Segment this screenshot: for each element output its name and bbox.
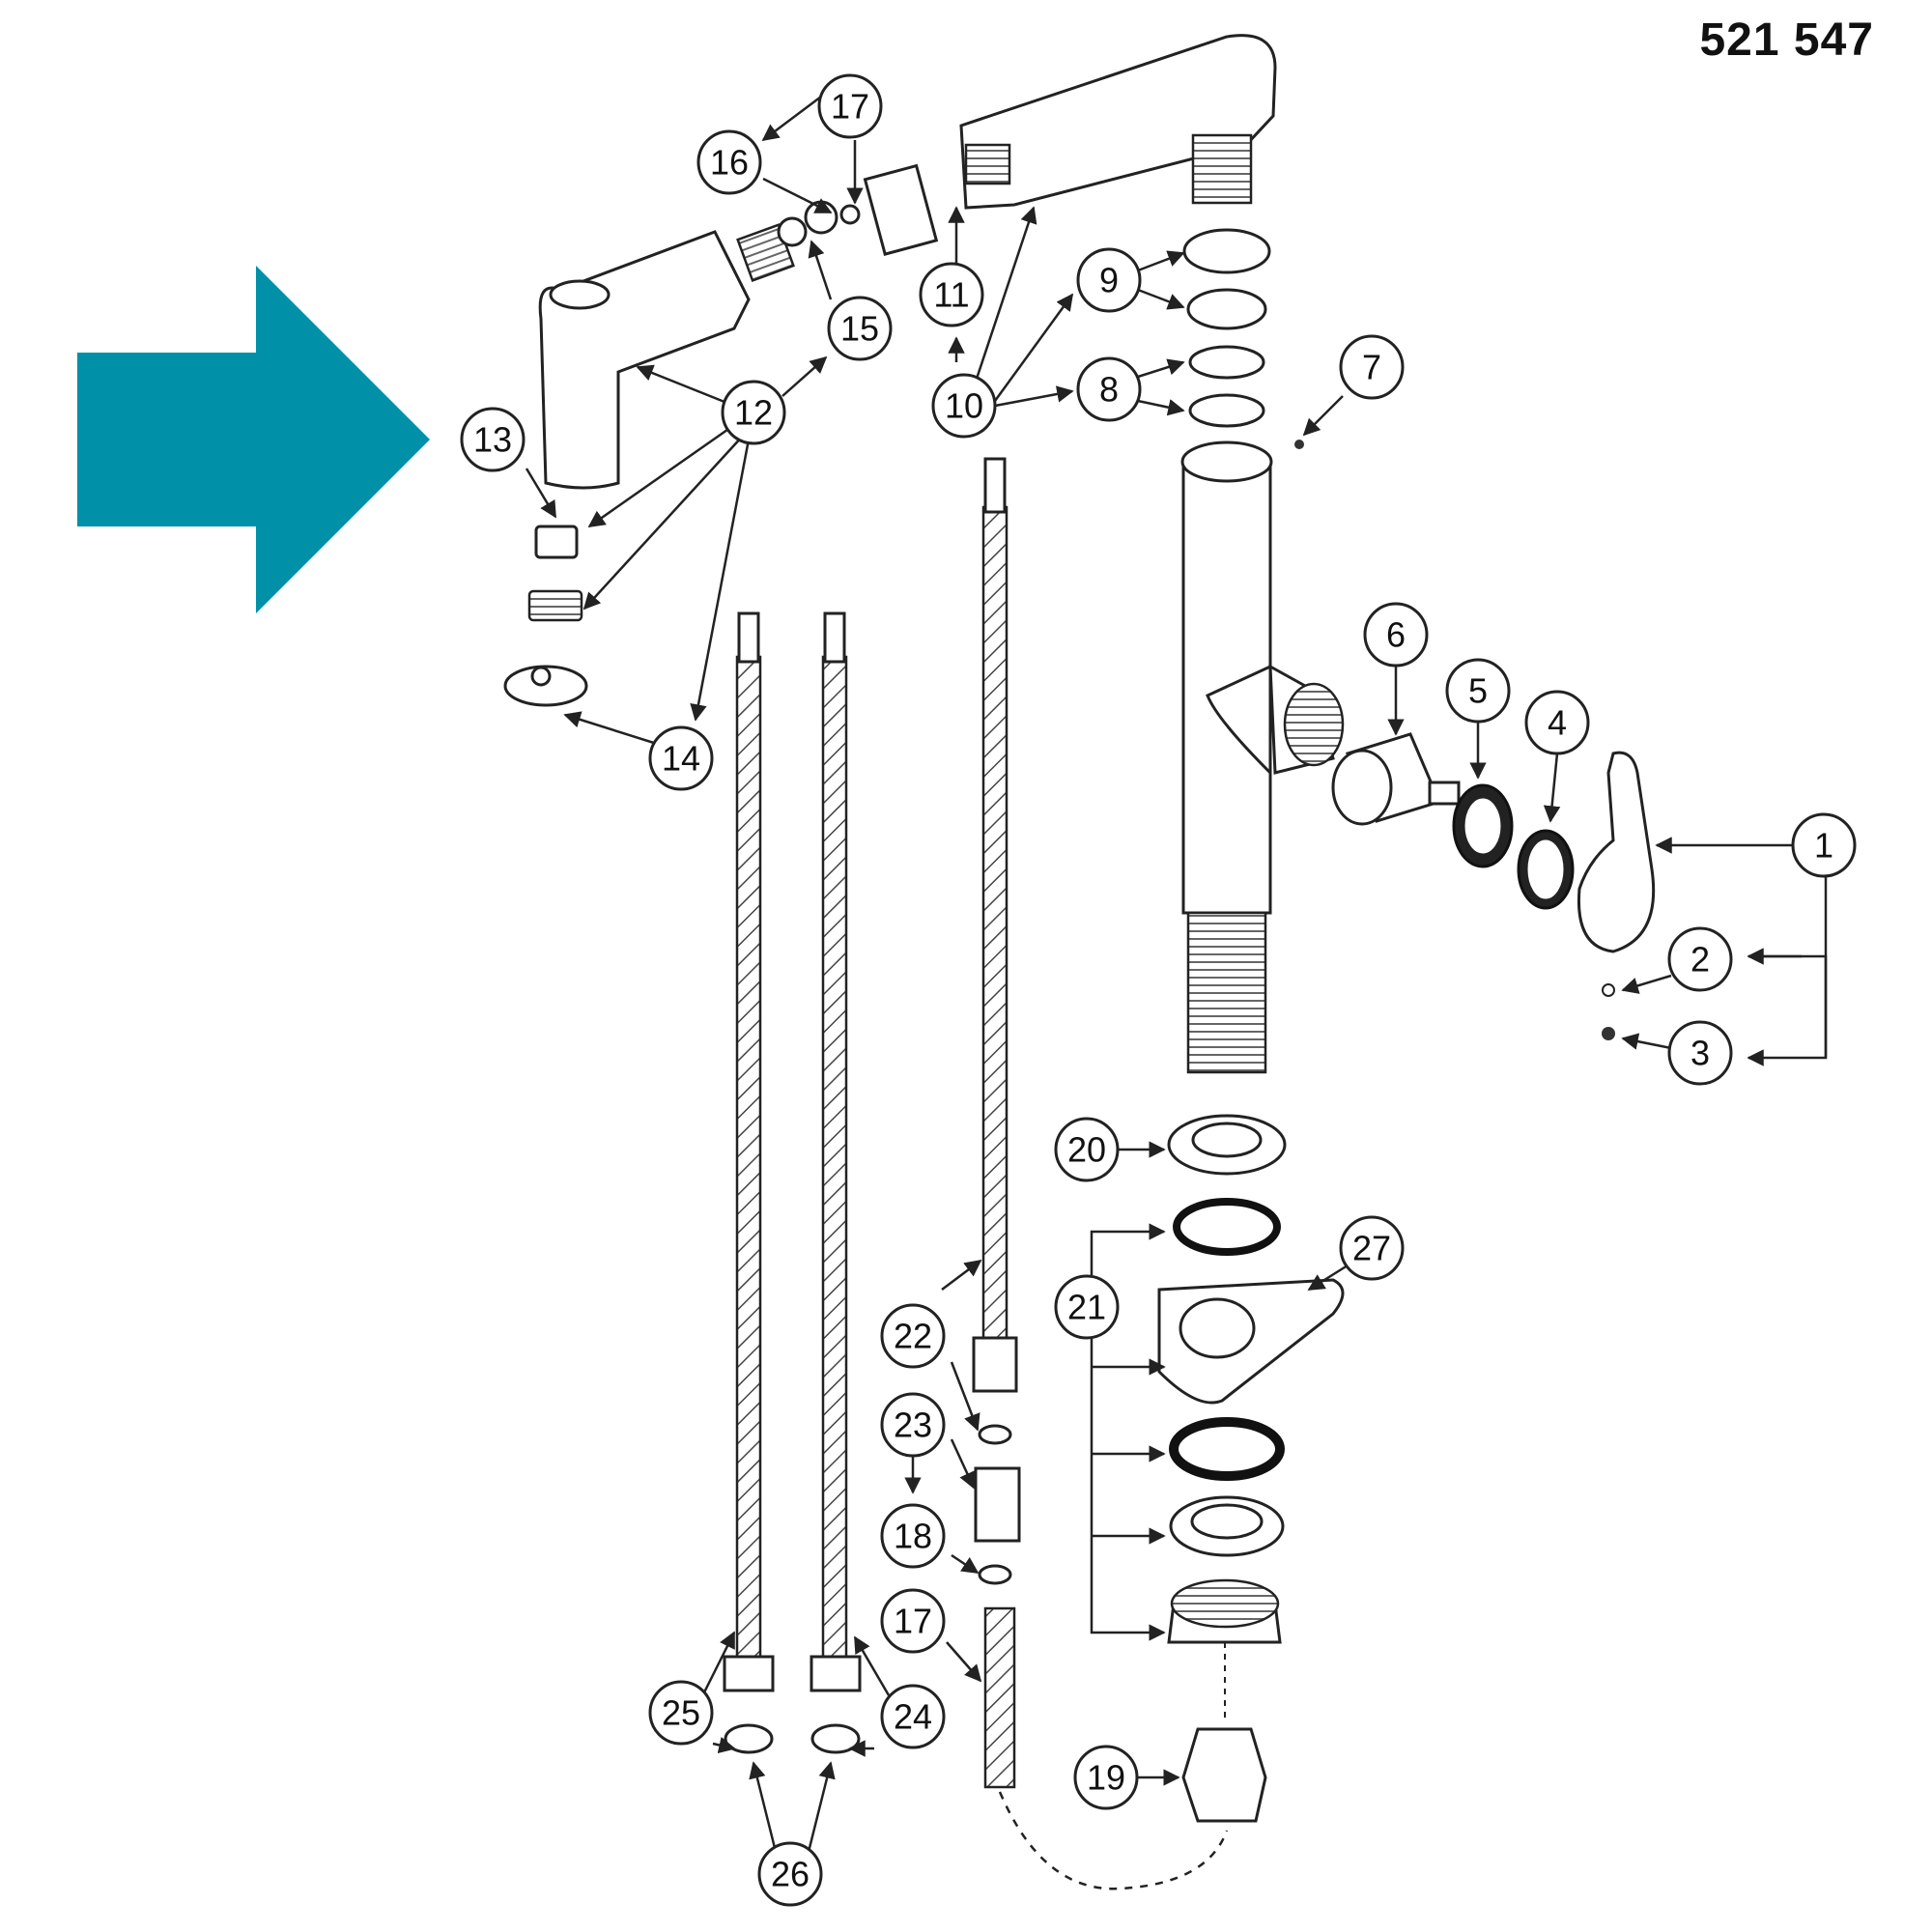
svg-text:3: 3 [1690, 1034, 1710, 1073]
svg-text:10: 10 [945, 386, 983, 426]
svg-text:20: 20 [1067, 1130, 1106, 1170]
svg-text:14: 14 [662, 739, 700, 779]
svg-text:4: 4 [1548, 703, 1567, 743]
aerator-parts [503, 525, 588, 707]
leader-lines [525, 96, 1828, 1861]
lower-fittings [974, 1424, 1229, 1890]
spout-left [538, 223, 795, 490]
callout-17-top: 17 [817, 73, 883, 139]
svg-text:27: 27 [1352, 1229, 1391, 1268]
svg-text:26: 26 [771, 1855, 810, 1894]
callout-19: 19 [1073, 1745, 1139, 1810]
svg-text:12: 12 [734, 393, 773, 433]
callout-26: 26 [757, 1841, 823, 1907]
svg-text:5: 5 [1468, 671, 1488, 711]
spout-right [777, 34, 1277, 256]
svg-text:15: 15 [840, 309, 879, 349]
svg-text:21: 21 [1067, 1288, 1106, 1327]
callout-23: 23 [880, 1392, 946, 1458]
callout-18: 18 [880, 1503, 946, 1569]
callout-22: 22 [880, 1303, 946, 1369]
svg-text:25: 25 [662, 1693, 700, 1733]
svg-text:18: 18 [894, 1517, 932, 1556]
svg-text:1: 1 [1814, 826, 1833, 866]
faucet-body [1180, 440, 1345, 1074]
svg-text:8: 8 [1099, 370, 1119, 410]
svg-text:11: 11 [933, 275, 969, 315]
callout-1: 1 [1791, 812, 1857, 878]
svg-text:2: 2 [1690, 940, 1710, 980]
callout-17-bottom: 17 [880, 1588, 946, 1654]
callout-9: 9 [1076, 247, 1142, 313]
callout-3: 3 [1667, 1020, 1733, 1086]
callout-13: 13 [460, 407, 526, 472]
supply-hoses [723, 457, 1018, 1692]
callout-24: 24 [880, 1684, 946, 1749]
callout-4: 4 [1524, 690, 1590, 755]
callout-14: 14 [648, 725, 714, 791]
callout-5: 5 [1445, 658, 1511, 724]
svg-text:13: 13 [473, 420, 512, 460]
callout-27: 27 [1339, 1215, 1405, 1281]
mounting-kit [1157, 1114, 1345, 1823]
svg-text:22: 22 [894, 1317, 932, 1356]
callout-25: 25 [648, 1680, 714, 1746]
callout-2: 2 [1667, 926, 1733, 992]
callout-8: 8 [1076, 356, 1142, 422]
svg-text:19: 19 [1087, 1758, 1125, 1798]
svg-text:17: 17 [831, 87, 869, 127]
ring-set-8-9 [1182, 228, 1304, 449]
callout-15: 15 [827, 296, 893, 361]
callout-7: 7 [1339, 334, 1405, 400]
svg-text:9: 9 [1099, 261, 1119, 300]
svg-text:6: 6 [1386, 615, 1406, 655]
svg-text:23: 23 [894, 1406, 932, 1445]
callout-21: 21 [1054, 1274, 1120, 1340]
callout-10: 10 [931, 373, 997, 439]
callout-6: 6 [1363, 602, 1429, 668]
cartridge-and-lever [1331, 732, 1656, 1040]
callout-16: 16 [696, 129, 762, 195]
callouts: 1 2 3 4 5 6 7 8 9 10 11 12 13 14 15 16 1… [460, 73, 1857, 1907]
document-number: 521 547 [1699, 14, 1874, 66]
svg-text:16: 16 [710, 143, 749, 183]
svg-text:24: 24 [894, 1697, 932, 1737]
svg-text:17: 17 [894, 1602, 932, 1641]
pointer-arrow [77, 266, 430, 613]
svg-text:7: 7 [1362, 348, 1381, 387]
callout-12: 12 [721, 380, 786, 445]
callout-11: 11 [919, 262, 984, 327]
callout-20: 20 [1054, 1117, 1120, 1182]
